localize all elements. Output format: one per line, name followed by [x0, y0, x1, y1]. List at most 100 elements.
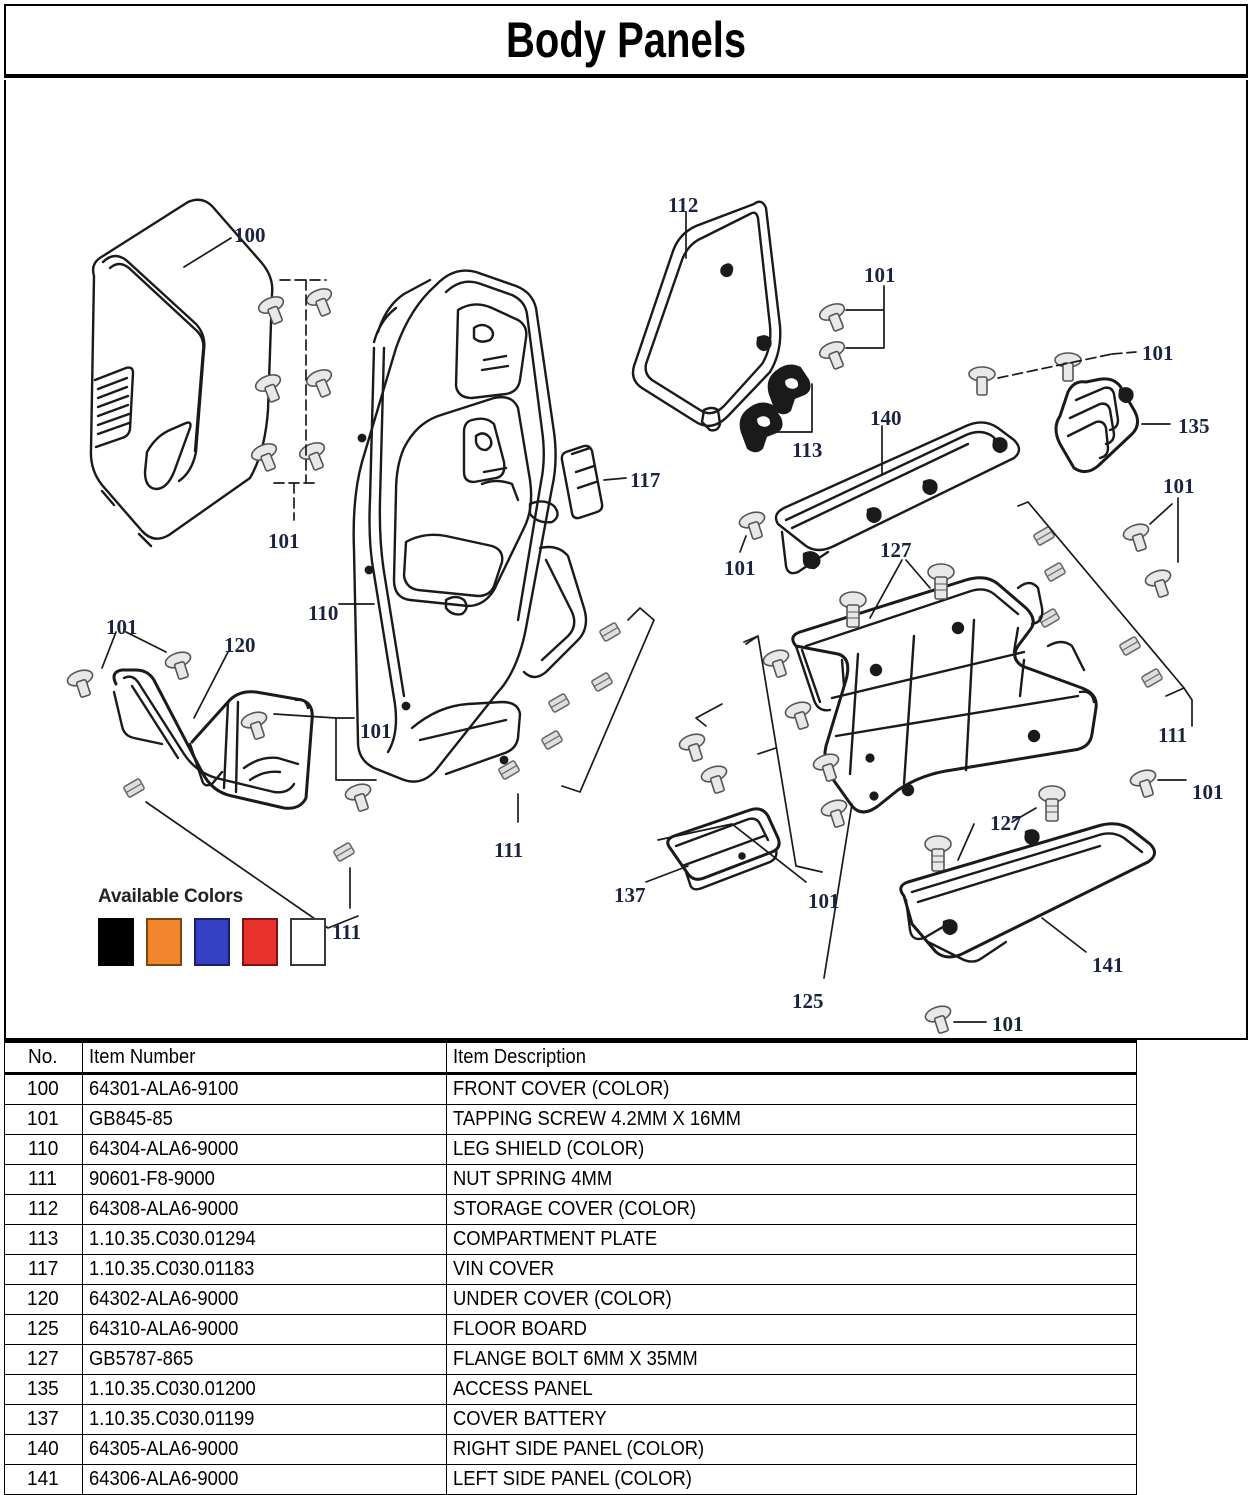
leader-141 [1041, 917, 1087, 953]
cell-item-description: FRONT COVER (COLOR) [446, 1073, 1137, 1105]
cell-item-number: 64306-ALA6-9000 [82, 1464, 447, 1495]
cell-item-number: 64310-ALA6-9000 [82, 1314, 447, 1345]
leader-120 [193, 651, 229, 719]
color-swatch-row [98, 918, 326, 966]
part-cover-battery [666, 807, 781, 891]
callout-112: 112 [668, 193, 699, 217]
nut-cluster-legshield-lower [548, 693, 570, 713]
part-storage-cover [631, 200, 782, 432]
callout-101-a: 101 [268, 529, 300, 553]
cell-item-number: 1.10.35.C030.01183 [82, 1254, 447, 1285]
part-right-side-panel [774, 421, 1021, 575]
nut-cluster-legshield [498, 622, 621, 780]
color-swatch-blue [194, 918, 230, 966]
callout-125: 125 [792, 989, 824, 1013]
callout-101-g: 101 [360, 719, 392, 743]
cell-item-description: FLANGE BOLT 6MM X 35MM [446, 1344, 1137, 1375]
available-colors-legend: Available Colors [98, 886, 326, 966]
callout-101-j: 101 [992, 1012, 1024, 1036]
color-swatch-red [242, 918, 278, 966]
part-compartment-plate [739, 364, 811, 453]
cell-item-number: GB5787-865 [82, 1344, 447, 1375]
cell-no: 117 [4, 1254, 83, 1285]
exploded-diagram: 100 101 110 112 101 113 117 140 101 135 … [4, 80, 1248, 1040]
diagram-artwork [66, 198, 1193, 1034]
cell-item-number: 90601-F8-9000 [82, 1164, 447, 1195]
cell-item-description: STORAGE COVER (COLOR) [446, 1194, 1137, 1225]
flange-bolts [839, 563, 1066, 872]
screw-pair-right [1122, 523, 1172, 598]
cell-item-number: GB845-85 [82, 1104, 447, 1135]
page-title-bar: Body Panels [4, 4, 1248, 78]
leader-137 [645, 865, 689, 883]
screw-pair-access [968, 352, 1082, 396]
cell-no: 110 [4, 1134, 83, 1165]
screw-near-right-panel [738, 511, 766, 540]
callout-101-e: 101 [724, 556, 756, 580]
leader-111-legshield [561, 607, 655, 793]
cell-item-description: COMPARTMENT PLATE [446, 1224, 1137, 1255]
cell-item-number: 64302-ALA6-9000 [82, 1284, 447, 1315]
column-header-no: No. [4, 1040, 83, 1075]
callout-127-b: 127 [990, 811, 1022, 835]
leader-101-rightpanel [739, 535, 747, 553]
callout-113: 113 [792, 438, 823, 462]
leader-127-upper [869, 559, 931, 619]
cell-no: 135 [4, 1374, 83, 1405]
cell-item-description: LEFT SIDE PANEL (COLOR) [446, 1464, 1137, 1495]
cell-no: 137 [4, 1404, 83, 1435]
cell-item-number: 1.10.35.C030.01200 [82, 1374, 447, 1405]
leader-101-floor [743, 635, 823, 873]
cell-item-description: VIN COVER [446, 1254, 1137, 1285]
callout-111-c: 111 [332, 920, 362, 944]
color-swatch-orange [146, 918, 182, 966]
callout-141: 141 [1092, 953, 1124, 977]
callout-110: 110 [308, 601, 339, 625]
callout-101-f: 101 [106, 615, 138, 639]
page-title: Body Panels [505, 12, 747, 68]
leader-117 [603, 477, 627, 481]
callout-101-b: 101 [864, 263, 896, 287]
leader-111-uc [145, 801, 359, 929]
cell-item-number: 1.10.35.C030.01294 [82, 1224, 447, 1255]
column-header-item-description: Item Description [446, 1040, 1137, 1075]
screw-cluster-undercover [66, 651, 372, 812]
callout-117: 117 [630, 468, 661, 492]
cell-item-description: TAPPING SCREW 4.2MM X 16MM [446, 1104, 1137, 1135]
callout-111-b: 111 [494, 838, 524, 862]
available-colors-label: Available Colors [98, 886, 243, 907]
cell-item-description: UNDER COVER (COLOR) [446, 1284, 1137, 1315]
cell-no: 101 [4, 1104, 83, 1135]
callout-100: 100 [234, 223, 266, 247]
leader-113 [773, 383, 813, 433]
leader-101-uc-right [273, 713, 377, 781]
leader-125 [823, 803, 853, 979]
cell-item-number: 64301-ALA6-9100 [82, 1073, 447, 1105]
screw-cluster-front [250, 288, 333, 472]
cell-item-description: RIGHT SIDE PANEL (COLOR) [446, 1434, 1137, 1465]
nut-cluster-undercover [123, 778, 355, 862]
color-swatch-black [98, 918, 134, 966]
cell-no: 120 [4, 1284, 83, 1315]
cell-no: 113 [4, 1224, 83, 1255]
part-left-side-panel [899, 822, 1156, 963]
part-front-cover [89, 198, 274, 548]
part-under-cover [112, 668, 314, 810]
cell-no: 112 [4, 1194, 83, 1225]
cell-no: 141 [4, 1464, 83, 1495]
nut-cluster-right [1033, 526, 1163, 688]
cell-no: 125 [4, 1314, 83, 1345]
callout-137: 137 [614, 883, 646, 907]
cell-no: 127 [4, 1344, 83, 1375]
callout-101-i: 101 [808, 889, 840, 913]
